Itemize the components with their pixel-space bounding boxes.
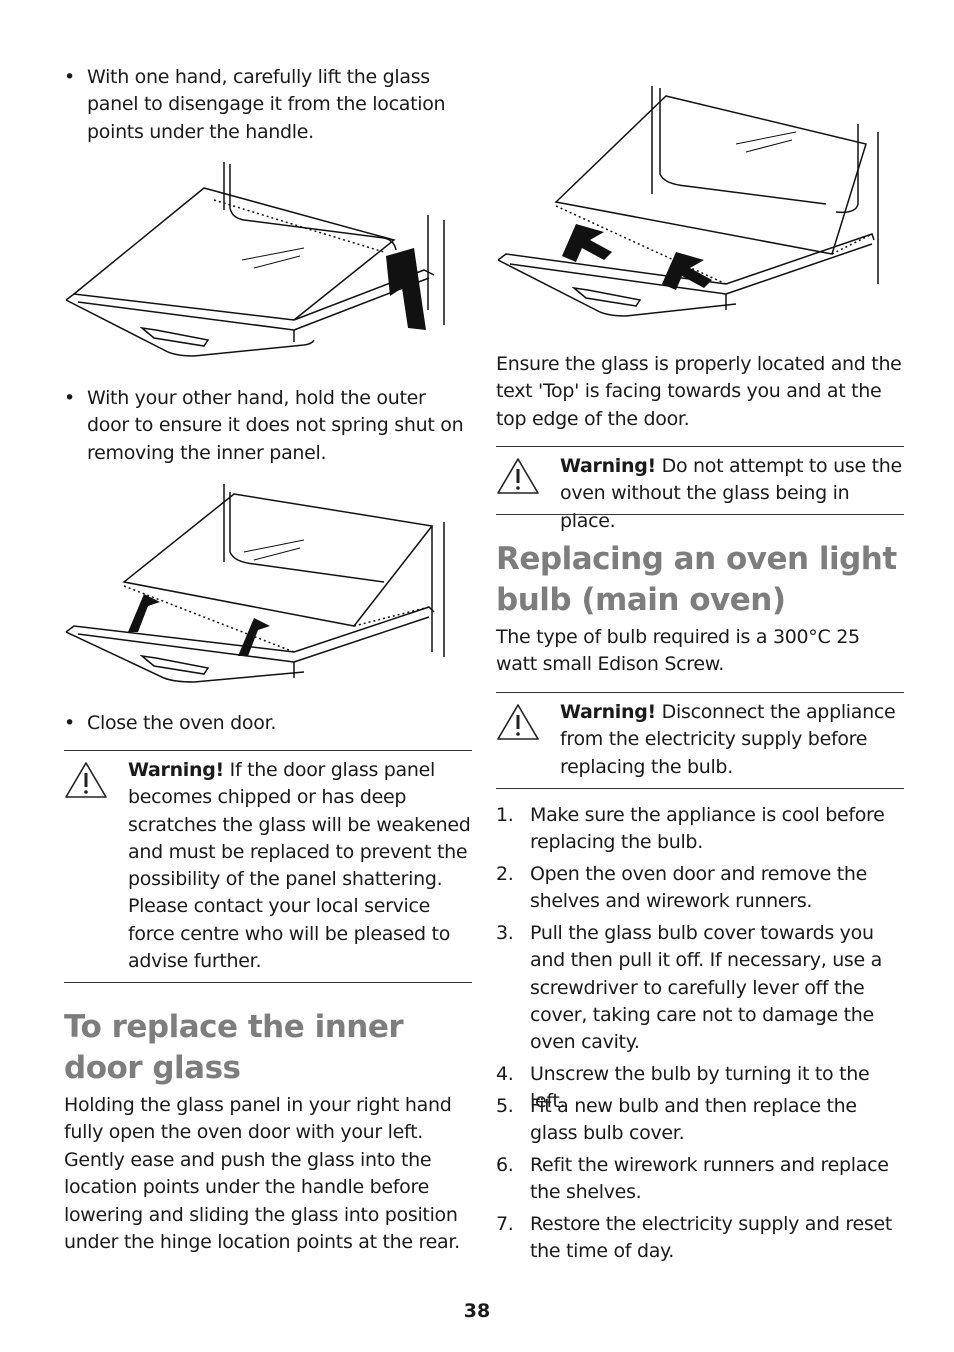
step-number: 5. xyxy=(496,1095,514,1117)
step-text: Unscrew the bulb by turning it to the le… xyxy=(530,1063,870,1113)
step-number: 4. xyxy=(496,1063,514,1085)
warning-label: Warning! xyxy=(128,759,224,781)
divider xyxy=(496,446,904,447)
divider xyxy=(496,788,904,789)
warning-body: Do not attempt to use the oven without t… xyxy=(560,455,902,532)
divider xyxy=(64,982,472,983)
warning-icon xyxy=(497,704,539,740)
step-text: Pull the glass bulb cover towards you an… xyxy=(530,922,883,1054)
warning-text: Warning! Disconnect the appliance from t… xyxy=(560,699,904,781)
section-heading: Replacing an oven light bulb (main oven) xyxy=(496,541,897,618)
step-number: 3. xyxy=(496,922,514,944)
bullet-dot: • xyxy=(64,712,75,734)
page-number: 38 xyxy=(463,1300,491,1322)
divider xyxy=(496,692,904,693)
section-heading: To replace the inner door glass xyxy=(64,1009,404,1086)
warning-label: Warning! xyxy=(560,455,656,477)
warning-icon xyxy=(497,458,539,494)
warning-text: Warning! Do not attempt to use the oven … xyxy=(560,453,904,535)
illustration-remove-inner-panel xyxy=(65,484,445,683)
bullet-text: With your other hand, hold the outer doo… xyxy=(87,387,464,464)
divider xyxy=(64,750,472,751)
step-text: Make sure the appliance is cool before r… xyxy=(530,804,885,854)
bullet-text: With one hand, carefully lift the glass … xyxy=(87,66,446,143)
illustration-lift-glass xyxy=(65,162,445,357)
paragraph: Gently ease and push the glass into the … xyxy=(64,1149,460,1253)
step-text: Open the oven door and remove the shelve… xyxy=(530,863,868,913)
warning-body: If the door glass panel becomes chipped … xyxy=(128,759,471,973)
step-text: Refit the wirework runners and replace t… xyxy=(530,1154,889,1204)
warning-label: Warning! xyxy=(560,701,656,723)
paragraph: The type of bulb required is a 300°C 25 … xyxy=(496,626,860,676)
warning-icon xyxy=(65,762,107,798)
step-number: 2. xyxy=(496,863,514,885)
step-text: Fit a new bulb and then replace the glas… xyxy=(530,1095,857,1145)
paragraph: Ensure the glass is properly located and… xyxy=(496,353,902,430)
step-text: Restore the electricity supply and reset… xyxy=(530,1213,892,1263)
illustration-replace-glass xyxy=(497,86,879,317)
step-number: 1. xyxy=(496,804,514,826)
bullet-text: Close the oven door. xyxy=(87,712,277,734)
step-number: 6. xyxy=(496,1154,514,1176)
step-number: 7. xyxy=(496,1213,514,1235)
bullet-dot: • xyxy=(64,66,75,88)
paragraph: Holding the glass panel in your right ha… xyxy=(64,1094,452,1144)
bullet-dot: • xyxy=(64,387,75,409)
warning-body: Disconnect the appliance from the electr… xyxy=(560,701,896,778)
divider xyxy=(496,514,904,515)
warning-text: Warning! If the door glass panel becomes… xyxy=(128,757,472,975)
